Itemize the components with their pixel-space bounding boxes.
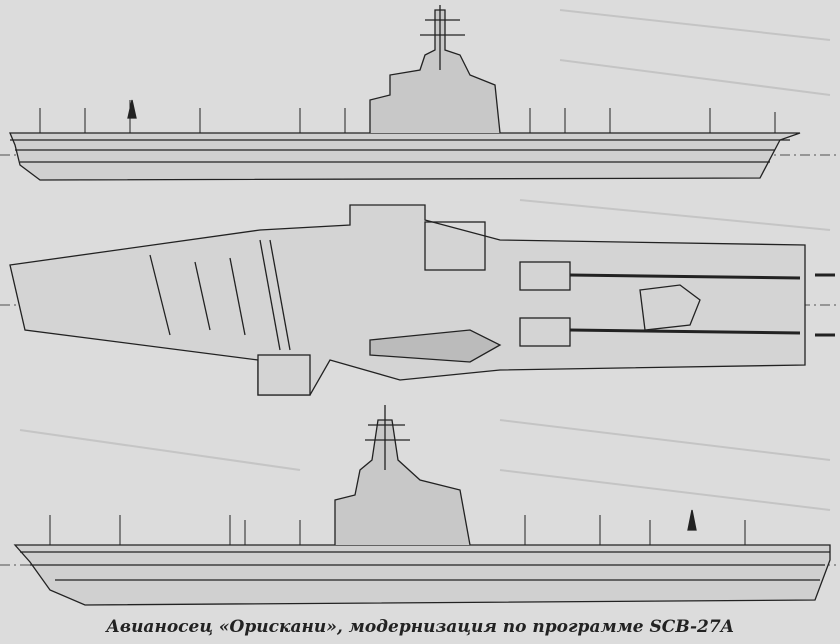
figure-caption: Авианосец «Орискани», модернизация по пр… bbox=[106, 617, 734, 637]
port-profile-view bbox=[0, 405, 840, 606]
ship-drawing-figure bbox=[0, 5, 840, 606]
starboard-profile-view bbox=[0, 5, 840, 181]
bleed-through-texture bbox=[19, 9, 831, 511]
flight-deck-plan-view bbox=[0, 204, 840, 396]
